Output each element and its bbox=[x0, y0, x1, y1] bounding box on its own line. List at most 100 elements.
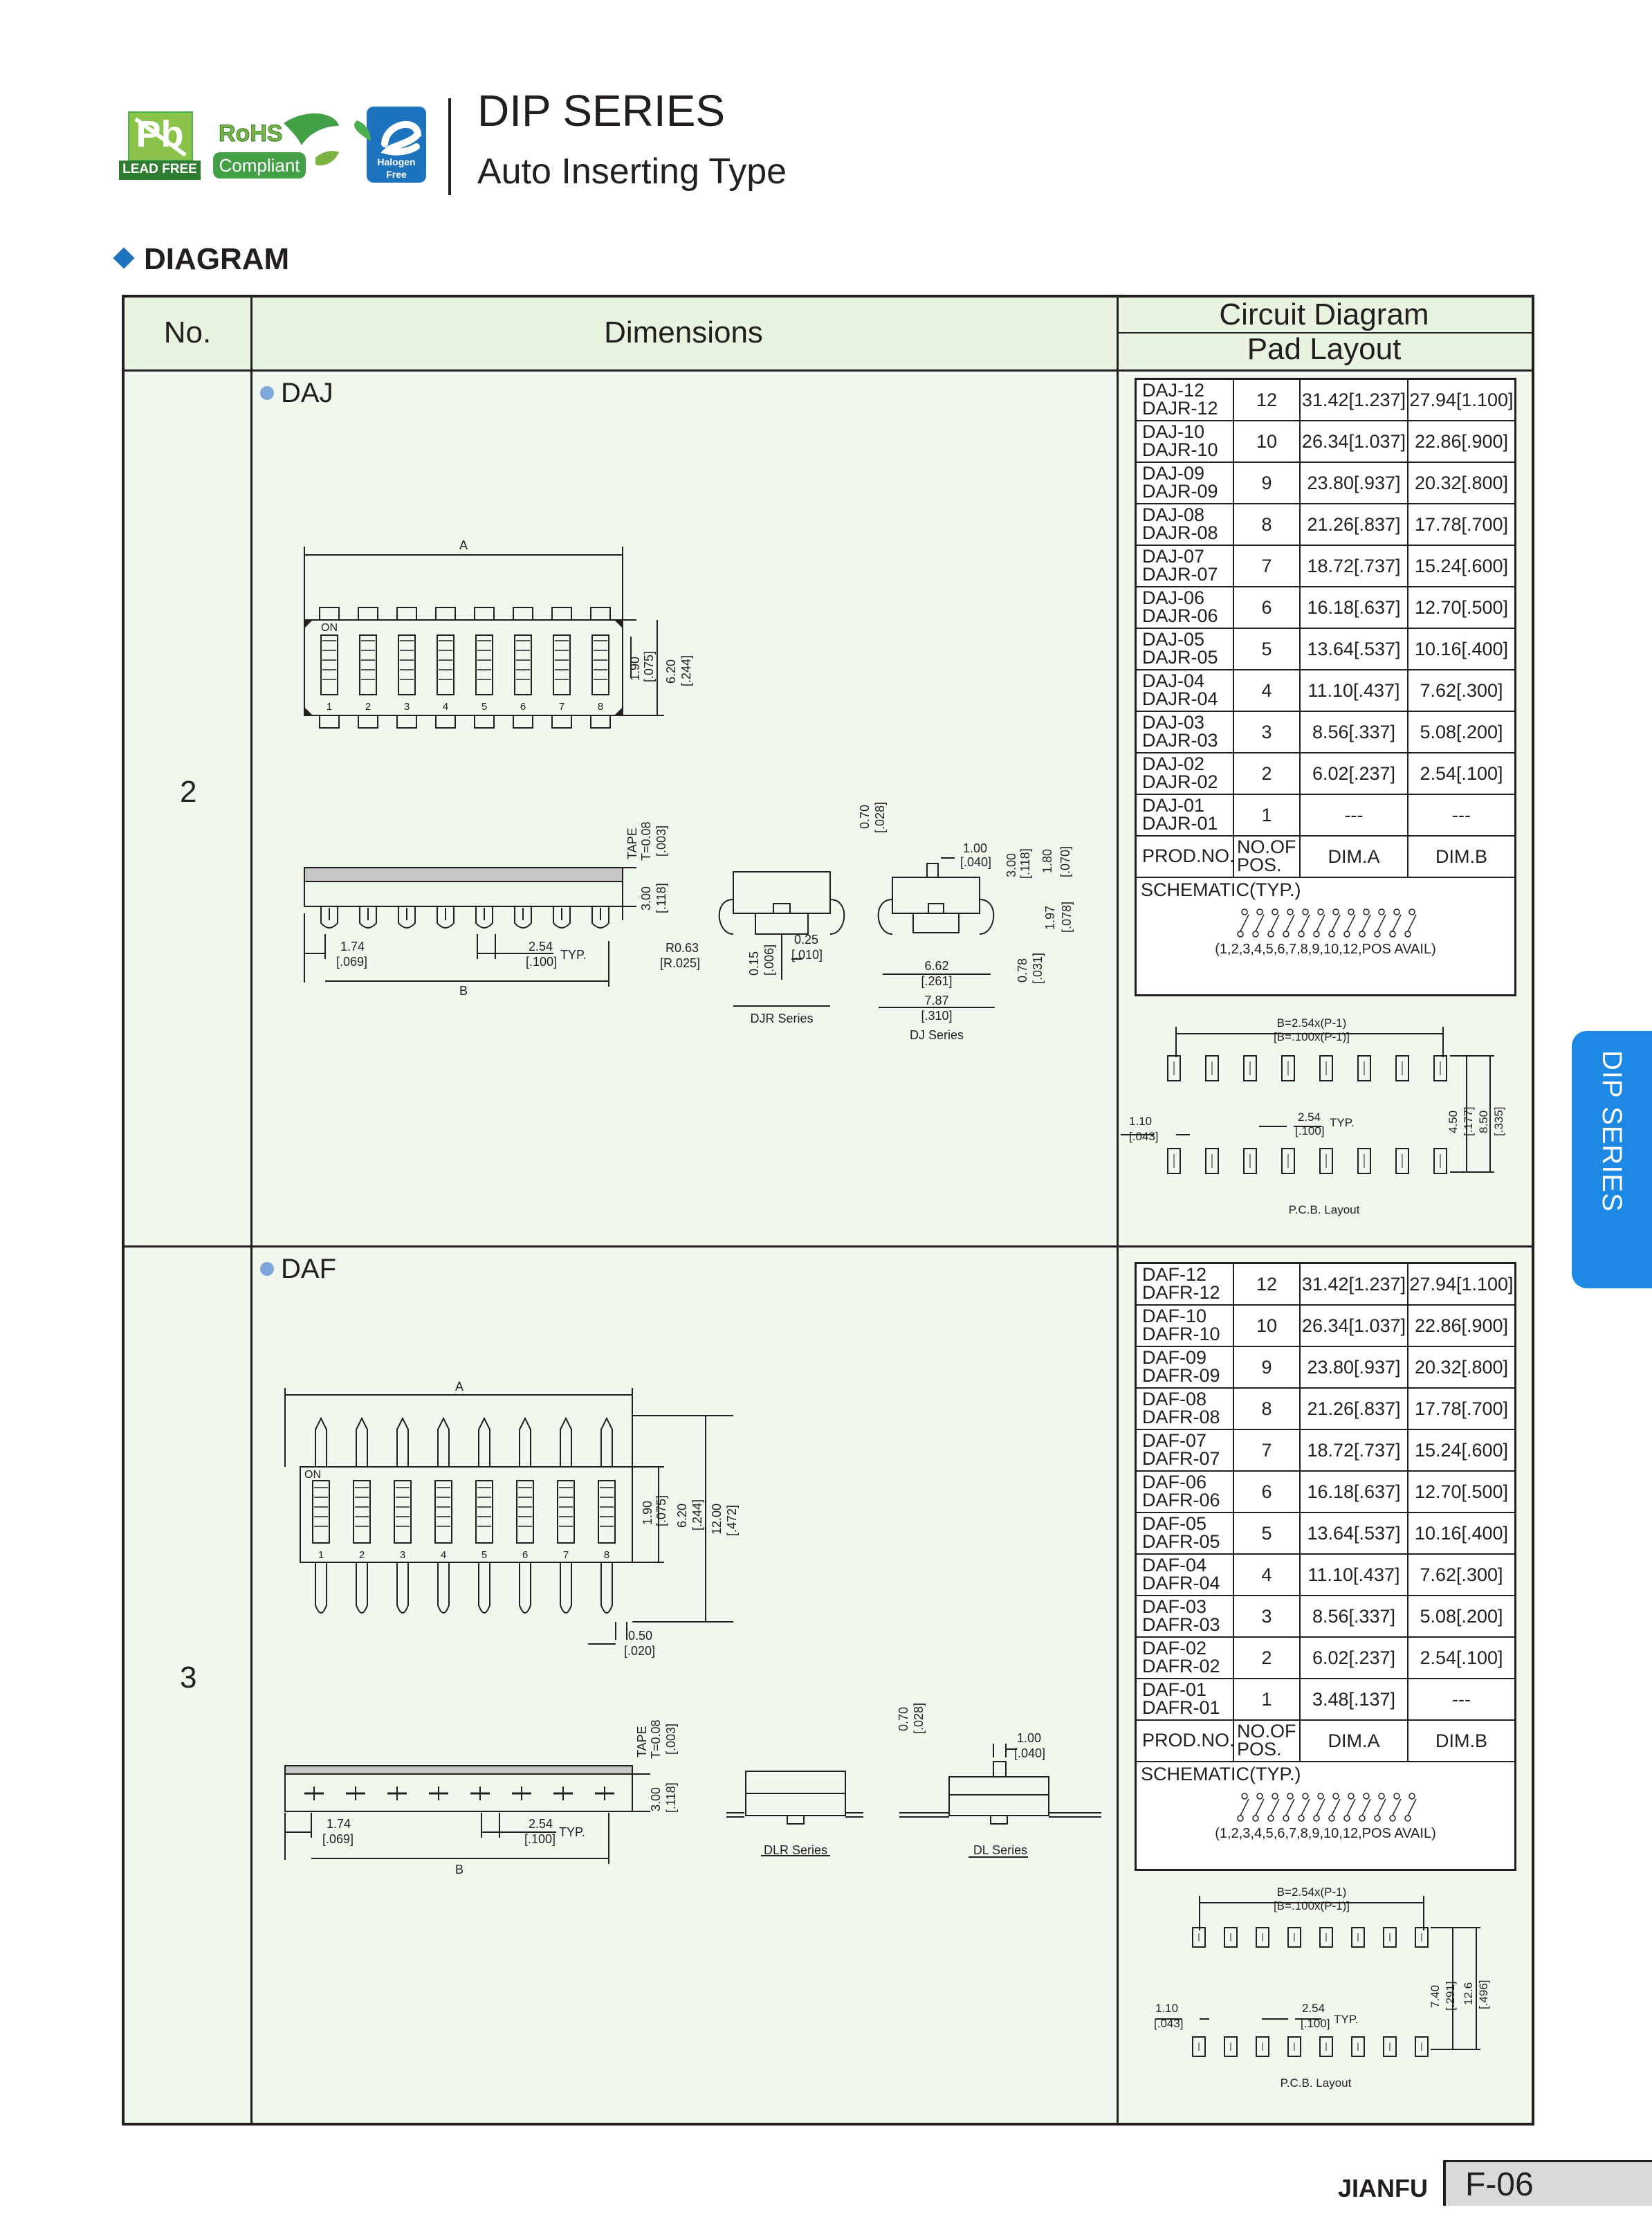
dim-620: 6.20 bbox=[675, 1504, 689, 1528]
pcb-typ: TYP. bbox=[1330, 1116, 1355, 1129]
halogen-text: Halogen bbox=[377, 156, 416, 167]
pin-bottom bbox=[474, 715, 495, 729]
pcb-dim-254: 2.54 bbox=[1298, 1111, 1321, 1124]
switch-number: 2 bbox=[359, 1549, 365, 1561]
corner-notch bbox=[304, 707, 313, 715]
pin-bottom bbox=[358, 715, 378, 729]
dim-a-cell: 16.18[.637] bbox=[1299, 1470, 1408, 1513]
dim-b-cell: 27.94[1.100] bbox=[1407, 1264, 1514, 1306]
schematic-row: SCHEMATIC(TYP.)(1,2,3,4,5,6,7,8,9,10,12,… bbox=[1137, 1761, 1514, 1872]
switch-slot bbox=[591, 634, 609, 695]
dim-a-cell: 21.26[.837] bbox=[1299, 503, 1408, 546]
pin-bottom bbox=[551, 715, 572, 729]
pcb-pad-top bbox=[1415, 1927, 1429, 1948]
dim-190: 1.90 bbox=[628, 657, 642, 681]
pcb-dim-1: 4.50 bbox=[1447, 1111, 1460, 1133]
pin-top bbox=[396, 607, 417, 621]
pos-cell: 3 bbox=[1233, 711, 1301, 753]
pin-top bbox=[600, 1416, 613, 1467]
dim-a-label: A bbox=[459, 538, 468, 552]
pin-top bbox=[478, 1416, 490, 1467]
dim-a-cell: 6.02[.237] bbox=[1299, 752, 1408, 795]
corner-notch bbox=[614, 620, 623, 628]
schematic-label: SCHEMATIC(TYP.) bbox=[1141, 879, 1301, 900]
switch-number: 7 bbox=[563, 1549, 569, 1561]
dim-174: 1.74 bbox=[327, 1817, 351, 1831]
rohs-logo: RoHS Compliant bbox=[212, 109, 343, 183]
pcb-pad-bottom bbox=[1357, 1148, 1371, 1174]
footer-brand: JIANFU bbox=[1338, 2174, 1429, 2202]
dim-b-cell: 20.32[.800] bbox=[1407, 461, 1514, 504]
dim-662: 6.62 bbox=[924, 959, 948, 973]
dim-662-in: [.261] bbox=[921, 974, 952, 988]
footer-bar bbox=[1443, 2160, 1446, 2206]
pcb-caption: P.C.B. Layout bbox=[1281, 2076, 1352, 2090]
tape-in: [.003] bbox=[664, 1724, 678, 1755]
header-pad: Pad Layout bbox=[1247, 332, 1402, 366]
dim-078-in: [.031] bbox=[1031, 953, 1045, 984]
dim-180: 1.80 bbox=[1040, 849, 1054, 873]
pcb-pad-top bbox=[1287, 1927, 1301, 1948]
dim-a-cell: 18.72[.737] bbox=[1299, 545, 1408, 587]
side-pin bbox=[475, 906, 493, 929]
dim-a-cell: --- bbox=[1299, 794, 1408, 837]
switch-number: 2 bbox=[365, 701, 371, 713]
pos-cell: 10 bbox=[1233, 420, 1301, 463]
dim-180-in: [.070] bbox=[1058, 846, 1072, 877]
pcb-pad-bottom bbox=[1281, 1148, 1295, 1174]
djr-series-caption: DJR Series bbox=[750, 1012, 813, 1025]
dim-015: 0.15 bbox=[747, 951, 761, 976]
rohs-text: RoHS bbox=[219, 120, 284, 147]
dim-078: 0.78 bbox=[1016, 958, 1029, 983]
dim-a-label: A bbox=[455, 1380, 464, 1393]
pcb-pad-bottom bbox=[1383, 2036, 1397, 2057]
free-text: Free bbox=[386, 169, 407, 180]
pos-cell: 9 bbox=[1233, 1346, 1301, 1389]
pin-bottom bbox=[315, 1562, 327, 1614]
dim-174-in: [.069] bbox=[336, 955, 367, 969]
dim-b-cell: 15.24[.600] bbox=[1407, 1429, 1514, 1472]
pin-top bbox=[319, 607, 340, 621]
dim-100-in: [.040] bbox=[960, 855, 991, 869]
pin-top bbox=[435, 607, 456, 621]
dim-254: 2.54 bbox=[529, 1817, 553, 1831]
switch-slot bbox=[437, 634, 455, 695]
prod-no-header: PROD.NO. bbox=[1137, 1719, 1235, 1762]
pin-bottom bbox=[590, 715, 611, 729]
dim-b-cell: 20.32[.800] bbox=[1407, 1346, 1514, 1389]
switch-number: 7 bbox=[559, 701, 565, 713]
dim-300-in: [.118] bbox=[654, 883, 668, 913]
side-pin bbox=[437, 906, 455, 929]
dim-a-cell: 11.10[.437] bbox=[1299, 1553, 1408, 1596]
pcb-caption: P.C.B. Layout bbox=[1289, 1203, 1360, 1216]
pcb-dim-2-in: [.335] bbox=[1492, 1106, 1505, 1136]
switch-number: 8 bbox=[598, 701, 603, 713]
schematic-switch-symbols bbox=[1237, 908, 1417, 938]
switch-slot bbox=[475, 634, 493, 695]
pos-cell: 3 bbox=[1233, 1595, 1301, 1638]
compliant-text: Compliant bbox=[219, 155, 300, 176]
dim-a-cell: 13.64[.537] bbox=[1299, 1512, 1408, 1555]
pos-cell: 4 bbox=[1233, 669, 1301, 712]
dlr-series-caption: DLR Series bbox=[764, 1843, 827, 1857]
pcb-dim-1-in: [.177] bbox=[1462, 1106, 1475, 1136]
switch-slot bbox=[475, 1480, 493, 1544]
typ-label: TYP. bbox=[559, 1825, 585, 1839]
dim-b-cell: --- bbox=[1407, 1678, 1514, 1721]
pos-cell: 7 bbox=[1233, 545, 1301, 587]
pcb-dim-1: 7.40 bbox=[1429, 1985, 1442, 2008]
pcb-pad-bottom bbox=[1192, 2036, 1206, 2057]
pin-bottom bbox=[519, 1562, 531, 1614]
dim-197-in: [.078] bbox=[1060, 902, 1074, 933]
typ-label: TYP. bbox=[560, 948, 587, 962]
lead-free-text: LEAD FREE bbox=[122, 162, 197, 176]
